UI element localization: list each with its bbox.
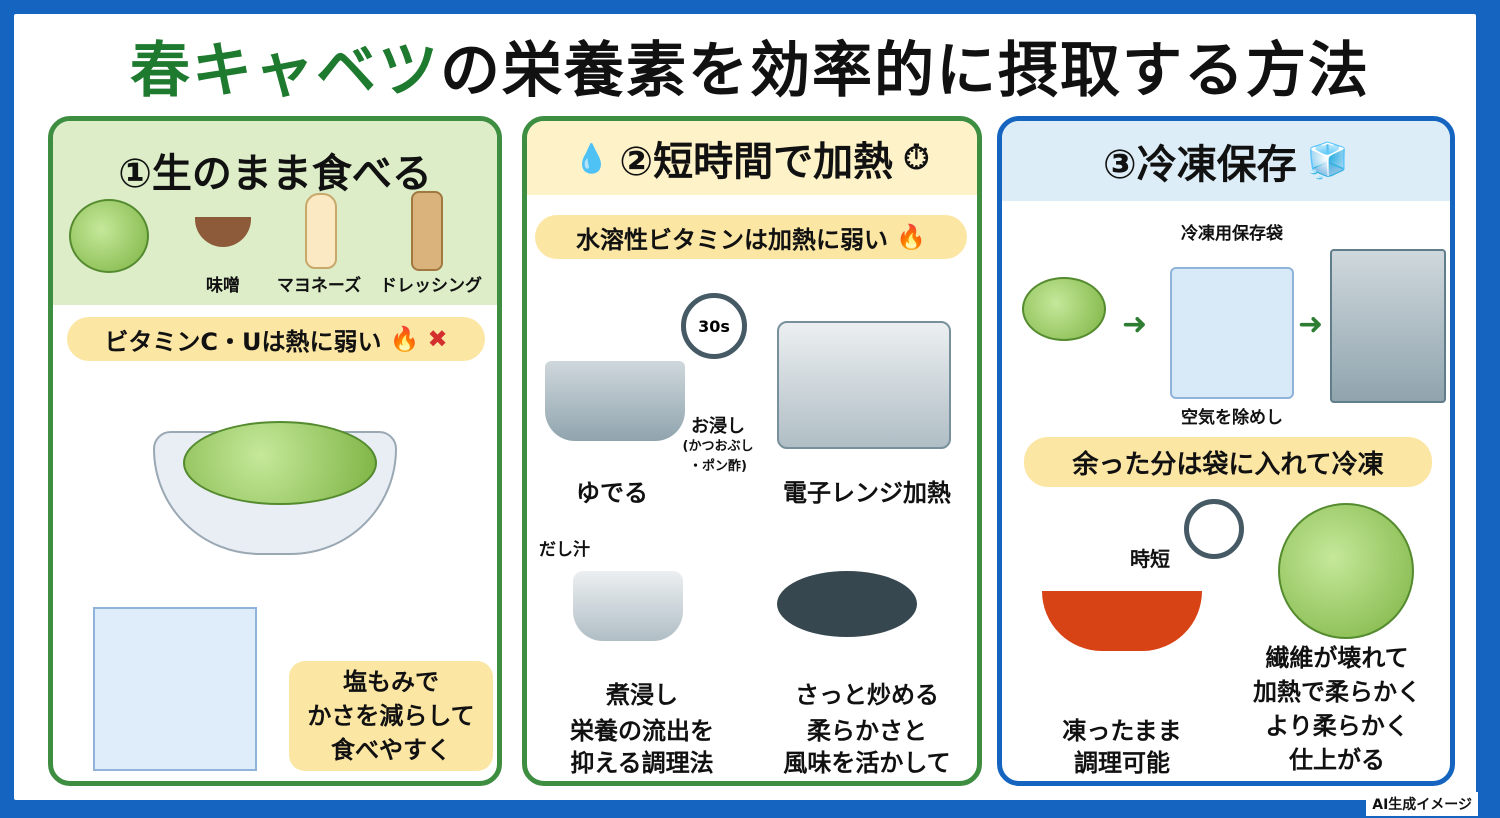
water-drops-icon: 💧 [574, 141, 610, 175]
fire-icon: 🔥 [389, 325, 420, 353]
water-soluble-pill: 水溶性ビタミンは加熱に弱い🔥 [535, 215, 967, 259]
leftover-freeze-pill: 余った分は袋に入れて冷凍 [1024, 437, 1432, 487]
ai-credit-label: AI生成イメージ [1366, 792, 1478, 816]
timer-30s-icon: 30s [681, 293, 747, 359]
simmer-pan-icon [573, 571, 683, 641]
page-title: 春キャベツの栄養素を効率的に摂取する方法 [130, 36, 1370, 106]
vitamin-warning-pill: ビタミンC・Uは熱に弱い🔥✖ [67, 317, 485, 361]
stirfry-desc: 柔らかさと風味を活かして [783, 717, 951, 777]
salt-rub-bag-icon [93, 607, 257, 771]
freezer-icon [1330, 249, 1446, 403]
frozen-cook-desc: 凍ったまま調理可能 [1062, 717, 1182, 777]
panel-raw: ①生のまま食べる 味噌 マヨネーズ ドレッシング ビタミンC・Uは熱に弱い🔥✖ … [48, 116, 502, 786]
no-boiling-icon: ✖ [427, 325, 448, 353]
arrow-right-icon: ➜ [1298, 307, 1324, 342]
cabbage-icon [69, 199, 149, 273]
cut-cabbage-icon [1022, 277, 1106, 341]
panel-freeze-header: ③冷凍保存🧊 [1002, 121, 1450, 201]
panel-short-heat-header: 💧②短時間で加熱⏱ [527, 121, 977, 195]
stopwatch-icon [1184, 499, 1244, 559]
microwave-icon [777, 321, 951, 449]
ice-cubes-icon: 🧊 [1306, 141, 1350, 181]
fiber-closeup-icon [1278, 503, 1414, 639]
mayonnaise-icon [305, 193, 337, 269]
fiber-desc: 繊維が壊れて加熱で柔らかくより柔らかく仕上がる [1253, 644, 1421, 774]
boiling-pot-icon [545, 361, 685, 441]
panel-short-heat: 💧②短時間で加熱⏱ 水溶性ビタミンは加熱に弱い🔥 30s お浸し(かつおぶし・ポ… [522, 116, 982, 786]
fire-icon: 🔥 [896, 223, 926, 251]
simmer-desc: 栄養の流出を抑える調理法 [570, 717, 714, 777]
dressing-icon [411, 191, 443, 271]
frying-pan-icon [777, 571, 917, 637]
freezer-bag-icon [1170, 267, 1294, 399]
arrow-right-icon: ➜ [1122, 307, 1148, 342]
frozen-pan-icon [1042, 591, 1202, 651]
ohitashi-note: お浸し(かつおぶし・ポン酢) [682, 416, 754, 475]
salad-cabbage-icon [183, 421, 377, 505]
stopwatch-icon: ⏱ [903, 138, 930, 178]
panel-freeze: ③冷凍保存🧊 冷凍用保存袋 ➜ ➜ 空気を除めし 余った分は袋に入れて冷凍 時短… [997, 116, 1455, 786]
salt-rub-note: 塩もみでかさを減らして食べやすく [289, 661, 493, 771]
